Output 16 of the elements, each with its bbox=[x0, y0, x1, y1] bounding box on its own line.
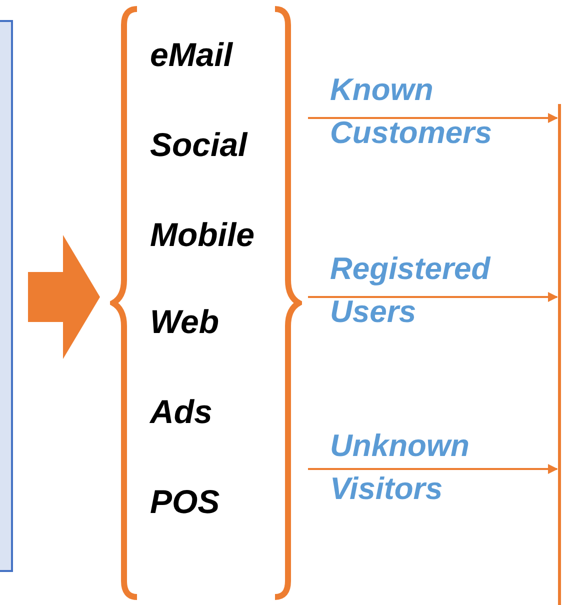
panel bbox=[0, 20, 13, 572]
vertical-line bbox=[558, 104, 561, 605]
channel-label: POS bbox=[150, 482, 220, 522]
arrow bbox=[308, 464, 558, 474]
edge-label: Known Customers bbox=[330, 71, 493, 152]
arrow bbox=[308, 292, 558, 302]
arrow bbox=[308, 113, 558, 123]
edge-label: Registered Users bbox=[330, 250, 492, 331]
channel-label: Web bbox=[150, 302, 220, 342]
channel-label: Social bbox=[150, 125, 248, 165]
block-arrow bbox=[28, 235, 100, 359]
channel-label: Mobile bbox=[150, 215, 254, 255]
channel-label: Ads bbox=[150, 392, 212, 432]
edge-label: Unknown Visitors bbox=[330, 427, 470, 508]
brace-group bbox=[110, 5, 302, 601]
channel-label: eMail bbox=[150, 35, 233, 75]
